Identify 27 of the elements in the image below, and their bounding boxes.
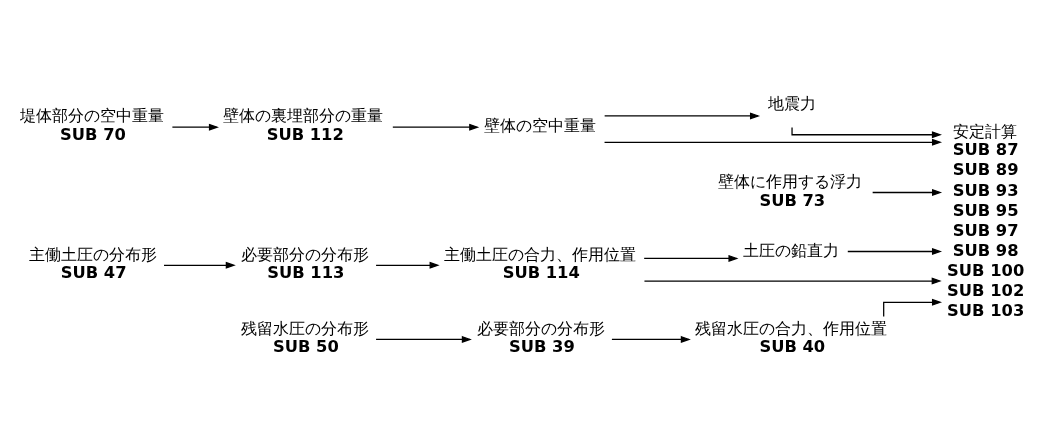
arrow [611,335,691,343]
arrow [163,261,236,269]
node-text: 必要部分の分布形 SUB 39 [476,318,605,356]
arrow [883,298,943,317]
node-text: 残留水圧の分布形 SUB 50 [240,318,369,356]
arrow [375,335,472,343]
arrow [603,138,943,146]
arrow [604,111,761,119]
node-text: 壁体の空中重量 [484,115,597,135]
arrow [375,261,440,269]
arrow [392,123,480,131]
arrow [872,188,943,196]
arrow [643,254,739,262]
arrow [171,123,219,131]
node-text: 安定計算 SUB 87 SUB 89 SUB 93 SUB 95 SUB 97 SUB 98 SUB 100 SUB 102 SUB 103 [947,121,1025,320]
node-text: 土圧の鉛直力 [743,240,840,260]
node-text: 壁体の裏埋部分の重量 SUB 112 [223,105,384,144]
node-text: 残留水圧の合力、作用位置 SUB 40 [695,318,888,356]
arrow [847,247,943,255]
arrow [643,277,942,285]
arrow [791,126,942,138]
node-text: 地震力 [768,93,817,113]
node-text: 壁体に作用する浮力 SUB 73 [717,171,862,210]
node-text: 主働土圧の合力、作用位置 SUB 114 [444,244,637,282]
node-text: 必要部分の分布形 SUB 113 [240,244,369,282]
node-text: 主働土圧の分布形 SUB 47 [28,244,157,282]
node-text: 堤体部分の空中重量 SUB 70 [19,105,164,144]
